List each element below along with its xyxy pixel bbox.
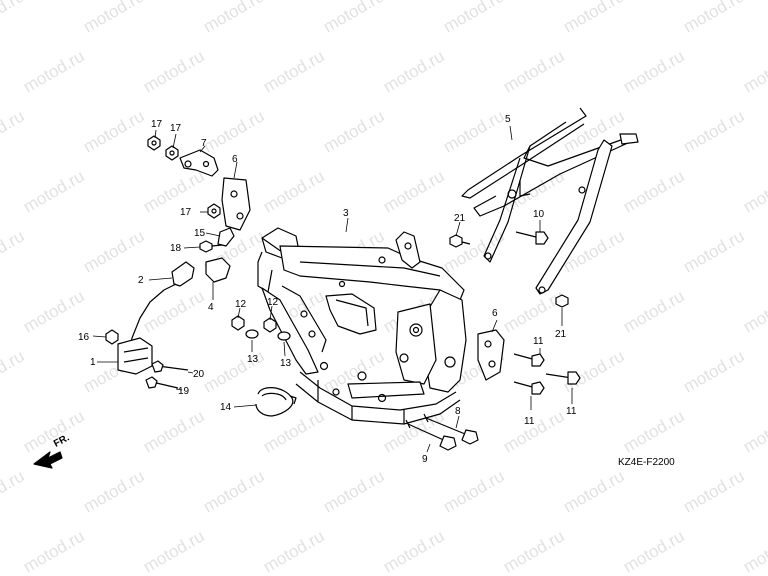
callout-c12a: 12 <box>235 299 247 310</box>
bolt-11-b <box>531 381 545 395</box>
front-arrow-icon <box>33 451 63 469</box>
plug-cap-2 <box>171 261 195 287</box>
bolt-21-b <box>555 294 569 308</box>
callout-c19: 19 <box>178 386 190 397</box>
bracket-7 <box>179 149 219 177</box>
callout-c3: 3 <box>343 208 349 219</box>
bolt-21-a <box>449 234 463 248</box>
nut-17-a <box>147 135 161 151</box>
callout-c20: 20 <box>193 369 205 380</box>
callout-c2: 2 <box>138 275 144 286</box>
callout-c6a: 6 <box>232 154 238 165</box>
bolt-15 <box>217 227 235 247</box>
callout-c5: 5 <box>505 114 511 125</box>
washer-13-b <box>277 331 291 341</box>
callout-c13b: 13 <box>280 358 292 369</box>
bolt-9 <box>439 435 457 451</box>
callout-c17a: 17 <box>151 119 163 130</box>
nut-12-a <box>231 315 245 331</box>
bolt-10 <box>535 231 549 245</box>
bolt-20 <box>151 360 164 373</box>
plate-6-left <box>221 177 251 231</box>
callout-c10: 10 <box>533 209 545 220</box>
bolt-11-c <box>567 371 581 385</box>
leader-lines <box>92 125 573 453</box>
plate-6-right <box>477 329 505 381</box>
nut-17-c <box>207 203 221 219</box>
callout-c8: 8 <box>455 406 461 417</box>
callout-c11a: 11 <box>533 336 544 347</box>
callout-c14: 14 <box>220 402 232 413</box>
bolt-11-a <box>531 353 545 367</box>
callout-c21b: 21 <box>555 329 567 340</box>
band-14 <box>255 387 294 417</box>
callout-c1: 1 <box>90 357 96 368</box>
callout-c4: 4 <box>208 302 214 313</box>
callout-c17c: 17 <box>180 207 192 218</box>
callout-c17b: 17 <box>170 123 182 134</box>
callout-c21a: 21 <box>454 213 466 224</box>
nut-16 <box>105 329 119 345</box>
clip-4 <box>205 257 231 283</box>
callout-c11b: 11 <box>524 416 535 427</box>
bolt-8 <box>461 429 479 445</box>
nut-12-b <box>263 317 277 333</box>
diagram-code: KZ4E-F2200 <box>618 457 675 468</box>
callout-c13a: 13 <box>247 354 259 365</box>
nut-17-b <box>165 145 179 161</box>
callout-c12b: 12 <box>267 297 279 308</box>
ignition-coil-1 <box>117 337 153 375</box>
callout-c6b: 6 <box>492 308 498 319</box>
bolt-18 <box>199 240 213 253</box>
rear-subframe <box>461 107 639 295</box>
frame-body <box>257 227 467 425</box>
callout-c7: 7 <box>201 138 207 149</box>
washer-13-a <box>245 329 259 339</box>
callout-c15: 15 <box>194 228 206 239</box>
callout-c18: 18 <box>170 243 182 254</box>
bolt-19 <box>145 376 158 389</box>
callout-c11c: 11 <box>566 406 577 417</box>
callout-c16: 16 <box>78 332 90 343</box>
callout-c9: 9 <box>422 454 428 465</box>
